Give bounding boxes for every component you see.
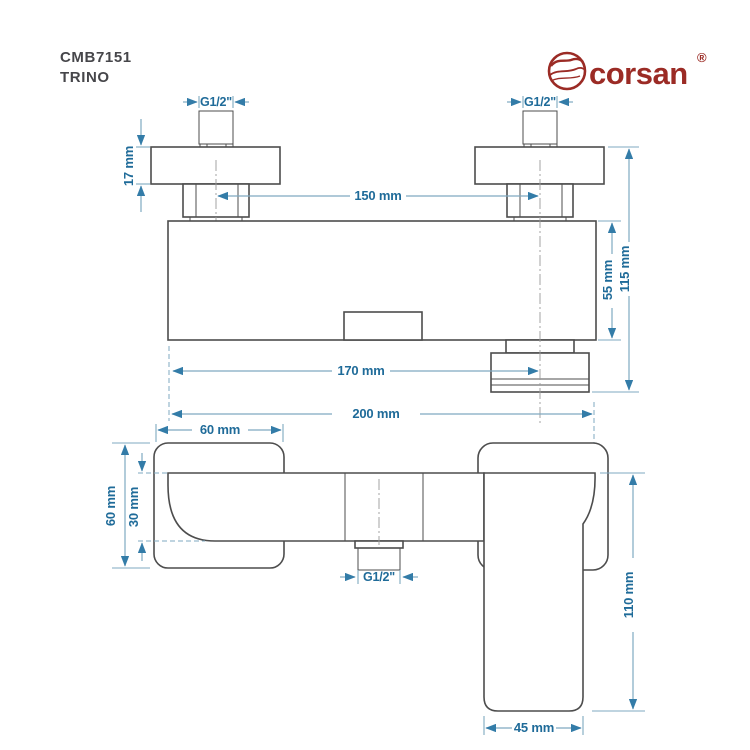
dim-label: G1/2" <box>200 95 232 109</box>
left-thread <box>198 110 234 145</box>
left-inlet-connector <box>150 110 281 238</box>
dim-total-length: 200 mm <box>171 402 595 462</box>
dim-escutcheon-height: 60 mm <box>103 442 150 569</box>
dim-label: 170 mm <box>337 363 384 378</box>
outlet-thread <box>357 547 401 571</box>
dim-label: 110 mm <box>621 572 636 619</box>
dim-label: 150 mm <box>354 188 401 203</box>
dim-label: 30 mm <box>126 487 141 527</box>
dim-label: 45 mm <box>514 720 554 735</box>
corsan-logo-icon <box>547 51 587 91</box>
dim-label: 17 mm <box>121 146 136 186</box>
dim-escutcheon-width: 60 mm <box>155 422 284 442</box>
front-view: 60 mm 60 mm 30 mm G1/2" <box>103 422 645 735</box>
right-wall-plate <box>474 146 605 185</box>
dim-handle-width: 45 mm <box>483 716 584 735</box>
registered-mark: ® <box>697 50 707 65</box>
dim-inlet-spacing: 150 mm <box>217 188 539 203</box>
lever-handle <box>483 472 596 712</box>
product-name: TRINO <box>60 69 110 86</box>
header: CMB7151 TRINO <box>60 49 132 86</box>
brand-name: corsan <box>589 56 688 91</box>
wall-bar-body <box>167 472 485 542</box>
dim-label: 60 mm <box>200 422 240 437</box>
dim-total-height: 115 mm <box>592 146 639 393</box>
handle-edge <box>343 311 423 341</box>
dim-thread-right: G1/2" <box>507 95 573 109</box>
right-thread <box>522 110 558 145</box>
dim-label: G1/2" <box>363 570 395 584</box>
dim-outlet-thread: G1/2" <box>340 570 418 584</box>
dim-label: 55 mm <box>600 260 615 300</box>
dim-handle-length: 110 mm <box>592 472 645 712</box>
dim-plate-thickness: 17 mm <box>121 119 150 212</box>
side-view: G1/2" G1/2" 17 mm 150 mm <box>121 95 639 462</box>
product-code: CMB7151 <box>60 49 132 66</box>
brand-logo: corsan ® <box>547 50 707 91</box>
dim-thread-left: G1/2" <box>183 95 249 109</box>
dim-label: 200 mm <box>352 406 399 421</box>
dim-label: G1/2" <box>524 95 556 109</box>
right-inlet-connector <box>474 110 605 223</box>
dim-label: 115 mm <box>617 246 632 293</box>
dim-body-height: 55 mm <box>598 220 621 341</box>
dim-label: 60 mm <box>103 486 118 526</box>
dim-outlet-offset: 170 mm <box>168 346 539 421</box>
dim-bar-height: 30 mm <box>126 453 205 561</box>
left-wall-plate <box>150 146 281 185</box>
hose-outlet <box>354 540 404 571</box>
